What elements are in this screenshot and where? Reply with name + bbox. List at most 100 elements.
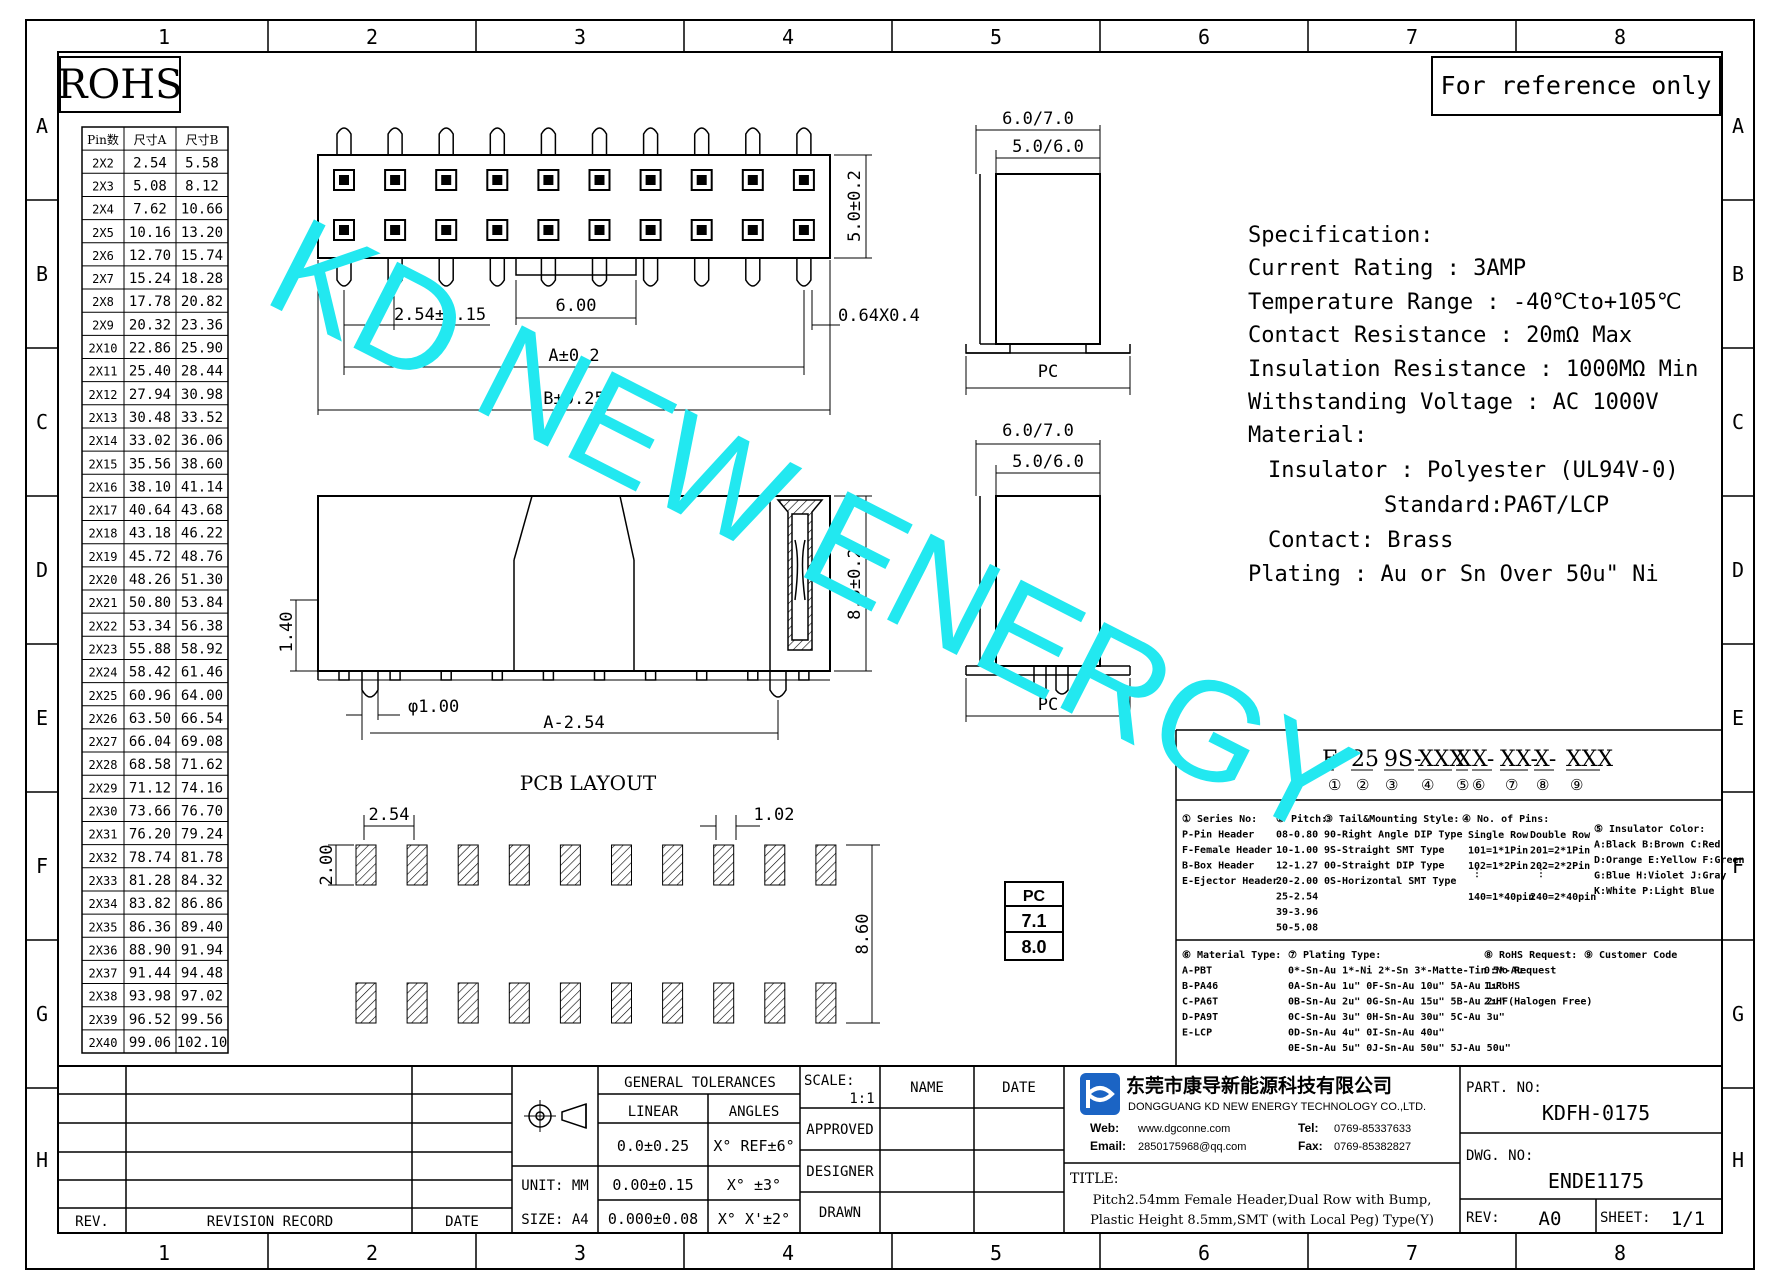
contact-hole-outer <box>435 219 458 241</box>
pin-table-cell: 2X28 <box>89 758 118 772</box>
contact-hole-inner <box>747 175 758 185</box>
legend-line-series: ① Series No: <box>1182 813 1257 825</box>
side-view-bottom <box>965 440 1131 722</box>
fax-number: 0769-85382827 <box>1334 1141 1411 1153</box>
contact-hole-inner <box>390 175 401 185</box>
legend-line-plating: 0C-Sn-Au 3u" 0H-Sn-Au 30u" 5C-Au 3u" <box>1288 1012 1505 1023</box>
pin-table-cell: 41.14 <box>181 479 223 495</box>
part-no: KDFH-0175 <box>1542 1101 1650 1125</box>
top-view-dims: 2.54±0.15 6.00 0.64X0.4 A±0.2 B±0.25 5.0… <box>394 170 920 409</box>
title-block-text: REV. REVISION RECORD DATE GENERAL TOLERA… <box>75 1073 1036 1230</box>
scale-value: 1:1 <box>849 1091 874 1107</box>
pin-table-cell: 53.34 <box>129 618 171 634</box>
contact-hole-inner <box>645 175 656 185</box>
contact-hole-outer <box>639 219 662 241</box>
side-pc-2: PC <box>1038 695 1058 715</box>
legend-line-tail: 90-Right Angle DIP Type <box>1324 829 1462 841</box>
pcb-pad-bottom <box>559 982 581 1024</box>
watermark: KD NEW ENERGY <box>246 187 1378 867</box>
pin-table-cell: 7.62 <box>133 202 167 218</box>
row-label-right: E <box>1732 706 1744 730</box>
top-pin-upper <box>489 127 506 155</box>
column-label-top: 4 <box>782 25 794 49</box>
contact-hole-inner <box>696 175 707 185</box>
legend-line-plating: 0*-Sn-Au 1*-Ni 2*-Sn 3*-Matte-Tin 5*-Au <box>1288 965 1523 977</box>
web-url: www.dgconne.com <box>1137 1123 1230 1135</box>
pin-table-header: 尺寸B <box>186 133 219 147</box>
drawn-label: DRAWN <box>819 1205 861 1221</box>
legend-pins-line: Double Row <box>1530 830 1591 841</box>
front-view <box>290 495 872 740</box>
pcb-pad-bottom <box>508 982 530 1024</box>
web-label: Web: <box>1090 1121 1119 1135</box>
top-pin-upper <box>540 127 557 155</box>
row-label-left: C <box>36 410 48 434</box>
pin-table-cell: 66.04 <box>129 734 171 750</box>
contact-hole-outer <box>741 169 764 191</box>
dim-pitch: 2.54±0.15 <box>394 305 486 325</box>
pin-table-cell: 51.30 <box>181 572 223 588</box>
pin-table-cell: 2X40 <box>89 1036 118 1050</box>
legend-pins-title: ④ No. of Pins: <box>1462 813 1549 825</box>
legend-line-insulator-color: K:White P:Light Blue <box>1594 885 1714 897</box>
pin-table-cell: 27.94 <box>129 387 171 403</box>
legend-line-series: P-Pin Header <box>1182 829 1254 841</box>
pin-table-cell: 2X10 <box>89 342 118 356</box>
pin-table-cell: 2X16 <box>89 480 118 494</box>
row-label-right: B <box>1732 262 1744 286</box>
legend-line-material: A-PBT <box>1182 966 1212 977</box>
pin-table-cell: 81.78 <box>181 850 223 866</box>
pin-table-cell: 2X26 <box>89 712 118 726</box>
top-pin-lower <box>540 258 557 287</box>
contact-hole-outer <box>792 219 815 241</box>
pin-table-cell: 76.20 <box>129 827 171 843</box>
side-inner-2: 5.0/6.0 <box>1012 452 1084 472</box>
side-outer-2: 6.0/7.0 <box>1002 421 1074 441</box>
dim-a-minus: A-2.54 <box>543 713 604 733</box>
pcb-pad-bottom <box>662 982 684 1024</box>
email-label: Email: <box>1090 1139 1126 1153</box>
spec-line: Temperature Range : -40℃to+105℃ <box>1248 290 1682 315</box>
pin-table-cell: 33.02 <box>129 433 171 449</box>
pin-table-cell: 79.24 <box>181 827 223 843</box>
pcb-pad-top <box>815 844 837 886</box>
reference-box <box>1431 56 1721 116</box>
pin-table-cell: 46.22 <box>181 526 223 542</box>
contact-hole-outer <box>588 219 611 241</box>
pin-table-cell: 2X18 <box>89 527 118 541</box>
pcb-pad-top <box>559 844 581 886</box>
legend-line-insulator-color: G:Blue H:Violet J:Gray <box>1594 870 1726 882</box>
pin-table-cell: 2X34 <box>89 897 118 911</box>
top-pin-lower <box>642 258 659 287</box>
pin-table-cell: 2X13 <box>89 411 118 425</box>
pin-table-cell: 86.86 <box>181 896 223 912</box>
pin-table-cell: 58.92 <box>181 641 223 657</box>
row-label-left: A <box>36 114 48 138</box>
pin-table-cell: 25.90 <box>181 341 223 357</box>
pcb-row-spacing: 8.60 <box>853 914 873 955</box>
pin-table-cell: 8.12 <box>185 178 219 194</box>
side-view-top <box>965 125 1131 395</box>
dim-peg-dia: φ1.00 <box>408 697 459 717</box>
pin-table-cell: 38.10 <box>129 479 171 495</box>
title-line-1: Pitch2.54mm Female Header,Dual Row with … <box>1093 1193 1432 1208</box>
contact-hole-inner <box>747 225 758 235</box>
pin-table-cell: 2.54 <box>133 155 167 171</box>
pcb-pad-top <box>457 844 479 886</box>
title-line-2: Plastic Height 8.5mm,SMT (with Local Peg… <box>1090 1213 1434 1228</box>
row-label-right: H <box>1732 1148 1744 1172</box>
revision-date-label: DATE <box>445 1214 479 1230</box>
spec-line: Withstanding Voltage : AC 1000V <box>1248 390 1659 415</box>
legend-line-plating: 0B-Sn-Au 2u" 0G-Sn-Au 15u" 5B-Au 2u" <box>1288 997 1505 1008</box>
pin-table-cell: 2X7 <box>92 272 114 286</box>
contact-hole-inner <box>390 225 401 235</box>
front-view-dims: 8.5±0.2 1.40 φ1.00 A-2.54 <box>277 548 865 733</box>
column-label-top: 3 <box>574 25 586 49</box>
legend-pins-ellipsis: ⋮ <box>1472 868 1482 879</box>
front-foot <box>389 670 401 681</box>
front-foot <box>338 670 350 681</box>
column-label-top: 8 <box>1614 25 1626 49</box>
